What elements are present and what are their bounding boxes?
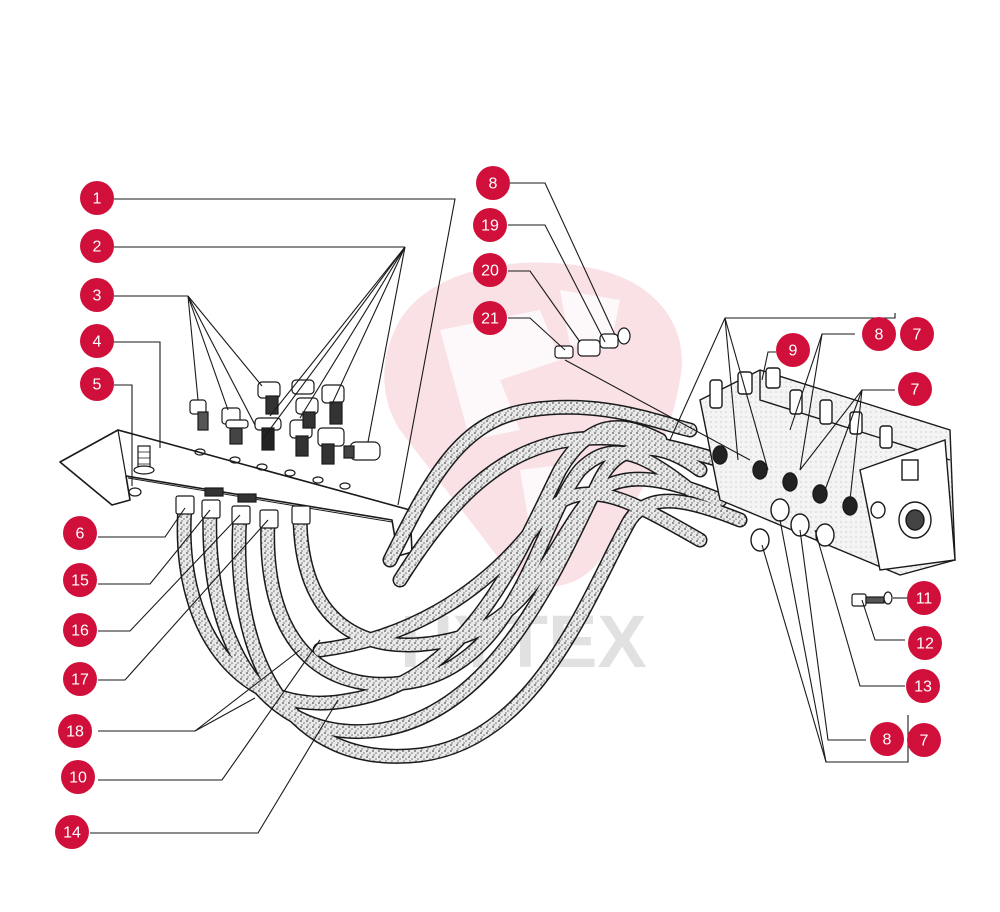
callout-c8b[interactable]: 8 bbox=[862, 317, 896, 351]
callout-number: 2 bbox=[93, 239, 102, 256]
callout-c16[interactable]: 16 bbox=[63, 613, 97, 647]
callout-number: 4 bbox=[93, 334, 102, 351]
callout-circle bbox=[80, 229, 114, 263]
callout-c5[interactable]: 5 bbox=[80, 367, 114, 401]
callout-c15[interactable]: 15 bbox=[63, 563, 97, 597]
callout-c21[interactable]: 21 bbox=[473, 301, 507, 335]
callout-circle bbox=[907, 581, 941, 615]
callout-c18[interactable]: 18 bbox=[58, 714, 92, 748]
callout-c8a[interactable]: 8 bbox=[476, 166, 510, 200]
callout-number: 11 bbox=[916, 591, 933, 608]
callout-c14[interactable]: 14 bbox=[55, 815, 89, 849]
callout-circle bbox=[862, 317, 896, 351]
callout-number: 8 bbox=[489, 176, 498, 193]
callout-number: 1 bbox=[93, 191, 102, 208]
callout-circle bbox=[870, 722, 904, 756]
callout-circle bbox=[898, 372, 932, 406]
callout-c3[interactable]: 3 bbox=[80, 278, 114, 312]
callout-number: 7 bbox=[911, 382, 920, 399]
callout-c2[interactable]: 2 bbox=[80, 229, 114, 263]
callout-c13[interactable]: 13 bbox=[906, 669, 940, 703]
callout-number: 7 bbox=[913, 327, 922, 344]
callout-number: 6 bbox=[76, 526, 85, 543]
callout-circle bbox=[900, 317, 934, 351]
callout-c7b[interactable]: 7 bbox=[898, 372, 932, 406]
callout-circle bbox=[61, 760, 95, 794]
callout-c6[interactable]: 6 bbox=[63, 516, 97, 550]
callout-circle bbox=[473, 301, 507, 335]
callout-number: 13 bbox=[914, 679, 932, 696]
control-valve-block bbox=[699, 367, 956, 576]
callout-c12[interactable]: 12 bbox=[908, 626, 942, 660]
callout-c17[interactable]: 17 bbox=[63, 662, 97, 696]
callout-number: 9 bbox=[789, 343, 798, 360]
callout-circle bbox=[80, 367, 114, 401]
callout-c20[interactable]: 20 bbox=[473, 253, 507, 287]
callout-number: 14 bbox=[63, 825, 81, 842]
callout-number: 17 bbox=[71, 672, 89, 689]
elbow-fittings bbox=[189, 379, 381, 465]
callout-circle bbox=[476, 166, 510, 200]
callout-circle bbox=[63, 662, 97, 696]
callout-number: 15 bbox=[71, 573, 89, 590]
callout-circle bbox=[907, 723, 941, 757]
callout-number: 18 bbox=[66, 724, 84, 741]
callout-number: 12 bbox=[916, 636, 934, 653]
callout-circle bbox=[63, 563, 97, 597]
callout-number: 21 bbox=[481, 311, 499, 328]
callout-circle bbox=[776, 333, 810, 367]
callout-circle bbox=[80, 181, 114, 215]
callout-c19[interactable]: 19 bbox=[473, 208, 507, 242]
callout-circle bbox=[473, 208, 507, 242]
callout-number: 16 bbox=[71, 623, 89, 640]
callout-circle bbox=[906, 669, 940, 703]
leader-lines bbox=[90, 182, 909, 834]
callout-circle bbox=[80, 278, 114, 312]
callout-circle bbox=[80, 324, 114, 358]
callout-c9[interactable]: 9 bbox=[776, 333, 810, 367]
callout-circle bbox=[908, 626, 942, 660]
callout-number: 7 bbox=[920, 733, 929, 750]
callout-number: 10 bbox=[69, 770, 87, 787]
callout-circle bbox=[55, 815, 89, 849]
callout-circle bbox=[473, 253, 507, 287]
callout-c8c[interactable]: 8 bbox=[870, 722, 904, 756]
callout-number: 3 bbox=[93, 288, 102, 305]
callout-c10[interactable]: 10 bbox=[61, 760, 95, 794]
callout-c4[interactable]: 4 bbox=[80, 324, 114, 358]
callout-number: 5 bbox=[93, 377, 102, 394]
callout-number: 19 bbox=[481, 218, 499, 235]
callout-number: 20 bbox=[481, 263, 499, 280]
mounting-bracket bbox=[59, 429, 413, 557]
callout-number: 8 bbox=[883, 732, 892, 749]
callout-circle bbox=[58, 714, 92, 748]
callout-c7a[interactable]: 7 bbox=[900, 317, 934, 351]
callout-c1[interactable]: 1 bbox=[80, 181, 114, 215]
callout-c11[interactable]: 11 bbox=[907, 581, 941, 615]
bolt bbox=[851, 591, 893, 607]
hydraulic-hoses bbox=[176, 399, 748, 764]
callout-number: 8 bbox=[875, 327, 884, 344]
inline-fittings bbox=[554, 327, 631, 359]
hose-end-fittings bbox=[175, 487, 311, 529]
callout-c7c[interactable]: 7 bbox=[907, 723, 941, 757]
callout-circle bbox=[63, 516, 97, 550]
callout-circle bbox=[63, 613, 97, 647]
